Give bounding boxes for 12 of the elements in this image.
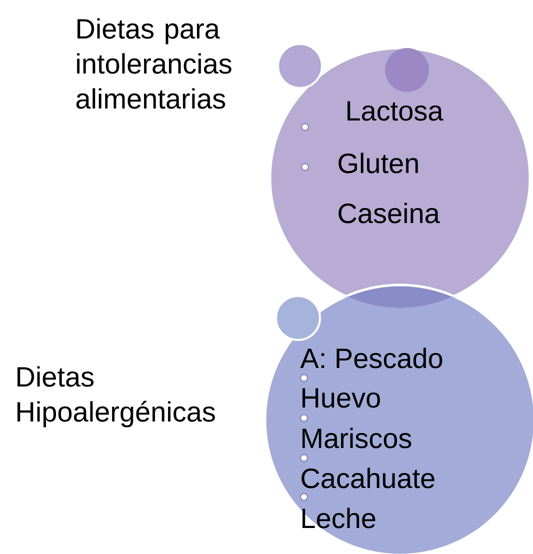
list-item: Caseina bbox=[338, 202, 440, 224]
circle-shape bbox=[264, 295, 533, 554]
list-item: Mariscos bbox=[302, 428, 412, 448]
list-item: Lactosa bbox=[348, 101, 444, 121]
list-item: Leche bbox=[302, 508, 376, 528]
list-item: Huevo bbox=[302, 388, 380, 408]
list-item: Gluten bbox=[338, 152, 418, 174]
heading: Dietas Hipoalergénicas bbox=[18, 366, 215, 428]
circle-shape bbox=[268, 46, 532, 310]
heading: Dietas para intolerancias alimentarias bbox=[76, 18, 232, 109]
list-item: A: Pescado bbox=[300, 348, 442, 368]
list-item: Cacahuate bbox=[302, 468, 434, 488]
